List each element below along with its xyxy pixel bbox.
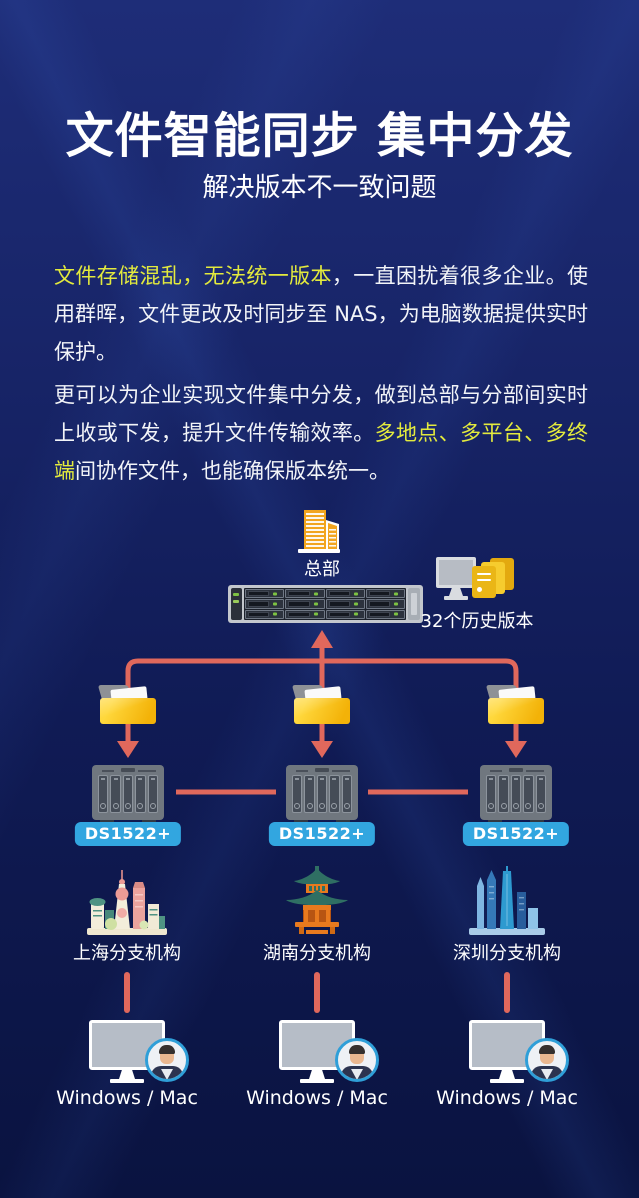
monitor-base	[490, 1079, 524, 1083]
rack-handle	[408, 588, 420, 620]
drive-tray	[245, 609, 285, 619]
drive-tray	[365, 599, 405, 609]
shanghai-skyline-icon	[87, 870, 167, 935]
avatar-shirt	[351, 1069, 363, 1079]
rack-drive-grid	[244, 588, 406, 620]
page-title: 文件智能同步 集中分发	[65, 108, 574, 164]
avatar-shirt	[541, 1069, 553, 1079]
intro-paragraph-1: 文件存储混乱，无法统一版本，一直困扰着很多企业。使用群晖，文件更改及时同步至 N…	[54, 257, 588, 371]
highlight-text: 多地点、多平台、多终端	[54, 421, 588, 483]
nas-bay	[147, 775, 159, 813]
desktop-user-icon	[279, 1020, 379, 1088]
monitor-stand	[119, 1070, 135, 1079]
nas-bay	[292, 775, 303, 813]
nas-bay	[135, 775, 146, 813]
monitor-base	[110, 1079, 144, 1083]
drive-tray	[365, 609, 405, 619]
body-text: ，一直困扰着很多企业。使用群晖，文件更改及时同步至 NAS，为电脑数据提供实时保…	[54, 264, 588, 364]
document-icon	[472, 566, 496, 598]
nas-bay	[510, 775, 522, 813]
drive-tray	[325, 589, 365, 599]
drive-tray	[285, 599, 325, 609]
monitor-stand	[309, 1070, 325, 1079]
nas-bay	[498, 775, 509, 813]
page-subtitle: 解决版本不一致问题	[202, 173, 437, 203]
ds1522-nas-icon	[286, 765, 358, 823]
monitor-base	[444, 596, 468, 600]
nas-bay	[304, 775, 315, 813]
shenzhen-skyline-icon	[469, 866, 545, 935]
monitor-stand	[499, 1070, 515, 1079]
nas-bays	[486, 775, 547, 813]
client-os-label: Windows / Mac	[246, 1087, 388, 1109]
drive-tray	[365, 589, 405, 599]
intro-paragraph-2: 更可以为企业实现文件集中分发，做到总部与分部间实时上收或下发，提升文件传输效率。…	[54, 376, 588, 490]
nas-bays	[98, 775, 159, 813]
monitor-base	[300, 1079, 334, 1083]
hunan-pagoda-icon	[286, 866, 348, 934]
user-avatar	[145, 1038, 189, 1082]
rack-control-panel	[231, 588, 242, 620]
client-os-label: Windows / Mac	[56, 1087, 198, 1109]
nas-model-badge: DS1522+	[462, 822, 570, 846]
monitor-stand	[449, 588, 463, 596]
folder-front	[100, 698, 156, 724]
drive-tray	[325, 609, 365, 619]
client-os-label: Windows / Mac	[436, 1087, 578, 1109]
nas-bay	[329, 775, 340, 813]
branch-location-label: 上海分支机构	[73, 943, 181, 964]
nas-model-badge: DS1522+	[74, 822, 182, 846]
avatar-shirt	[161, 1069, 173, 1079]
highlight-text: 文件存储混乱，无法统一版本	[54, 264, 332, 288]
nas-bay	[535, 775, 547, 813]
nas-bay	[523, 775, 534, 813]
nas-model-badge: DS1522+	[268, 822, 376, 846]
body-text: 更可以为企业实现文件集中分发，做到总部与分部间实时上收或下发，提升文件传输效率。	[54, 383, 588, 445]
avatar-hair	[539, 1045, 555, 1054]
folder-front	[294, 698, 350, 724]
branch-location-label: 湖南分支机构	[263, 943, 371, 964]
shared-folder-icon	[291, 685, 350, 724]
ds1522-nas-icon	[92, 765, 164, 823]
drive-tray	[285, 589, 325, 599]
nas-bay	[122, 775, 134, 813]
shared-folder-icon	[485, 685, 544, 724]
nas-bays	[292, 775, 353, 813]
ds1522-nas-icon	[480, 765, 552, 823]
versions-label: 32个历史版本	[420, 611, 534, 632]
drive-tray	[285, 609, 325, 619]
body-text: 间协作文件，也能确保版本统一。	[75, 459, 390, 483]
nas-bay	[110, 775, 121, 813]
drive-tray	[245, 599, 285, 609]
rackstation-server-icon	[228, 585, 423, 623]
desktop-user-icon	[469, 1020, 569, 1088]
nas-bay	[316, 775, 328, 813]
nas-bay	[341, 775, 353, 813]
desktop-user-icon	[89, 1020, 189, 1088]
office-building-icon	[298, 510, 340, 553]
user-avatar	[525, 1038, 569, 1082]
hq-label: 总部	[304, 559, 340, 580]
drive-tray	[245, 589, 285, 599]
folder-front	[488, 698, 544, 724]
monitor-with-documents-icon	[436, 556, 516, 606]
drive-tray	[325, 599, 365, 609]
avatar-hair	[349, 1045, 365, 1054]
avatar-hair	[159, 1045, 175, 1054]
nas-bay	[98, 775, 109, 813]
branch-location-label: 深圳分支机构	[453, 943, 561, 964]
shared-folder-icon	[97, 685, 156, 724]
monitor-icon	[436, 557, 476, 588]
nas-bay	[486, 775, 497, 813]
user-avatar	[335, 1038, 379, 1082]
